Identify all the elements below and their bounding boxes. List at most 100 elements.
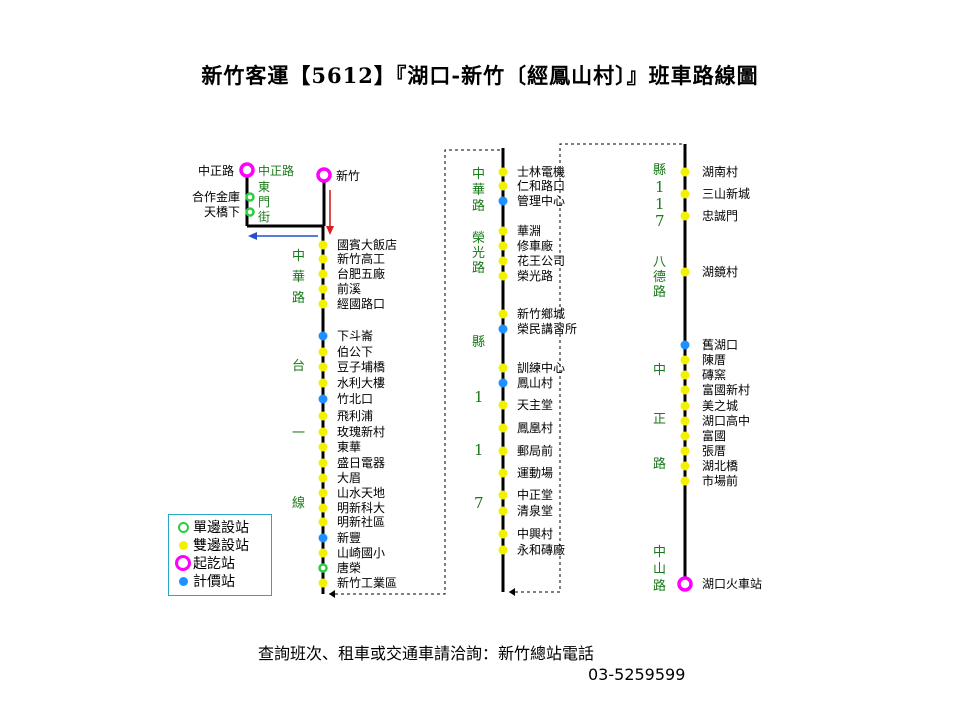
- connector-arrow-icon: [509, 588, 515, 596]
- stop-label: 鳳凰村: [517, 421, 553, 435]
- road-label: 路: [472, 198, 485, 214]
- fare-stop-icon: [680, 340, 690, 350]
- double-side-stop-icon: [318, 488, 328, 498]
- legend: 單邊設站 雙邊設站 起訖站 計價站: [168, 514, 272, 596]
- double-side-stop-icon: [680, 431, 690, 441]
- double-side-stop-icon: [498, 309, 508, 319]
- stop-label: 飛利浦: [337, 409, 373, 423]
- road-label: 一: [292, 426, 305, 441]
- road-label-dongmen-3: 街: [258, 210, 270, 224]
- terminal-stop-icon: [175, 555, 191, 571]
- double-side-stop-icon: [318, 299, 328, 309]
- double-side-stop-icon: [498, 181, 508, 191]
- single-side-stop-icon: [318, 563, 328, 573]
- stop-label: 中正堂: [517, 487, 553, 502]
- stop-label: 前溪: [337, 281, 361, 296]
- column-3-stops: 湖南村三山新城忠誠門湖鏡村舊湖口陳厝磚窯富國新村美之城湖口高中富國張厝湖北橋市場…: [677, 164, 762, 592]
- stop-label: 富國新村: [702, 382, 750, 397]
- double-side-stop-icon: [680, 211, 690, 221]
- single-side-stop-icon: [245, 192, 255, 202]
- road-label: 台: [292, 359, 305, 374]
- double-side-stop-icon: [498, 506, 508, 516]
- double-side-stop-icon: [498, 271, 508, 281]
- double-side-stop-icon: [680, 189, 690, 199]
- stop-label: 水利大樓: [337, 375, 385, 390]
- double-side-stop-icon: [680, 370, 690, 380]
- road-label: 光: [472, 246, 485, 261]
- road-label: 縣: [653, 163, 666, 178]
- stop-label: 訓練中心: [517, 360, 565, 375]
- stop-label: 永和磚廠: [517, 542, 565, 557]
- road-label: 八: [653, 255, 666, 270]
- single-side-stop-icon: [177, 521, 189, 533]
- road-label: 路: [653, 284, 666, 300]
- stop-label: 清泉堂: [517, 504, 553, 518]
- stop-label: 新竹工業區: [337, 575, 397, 590]
- stop-label: 經國路口: [337, 296, 385, 311]
- double-side-stop-icon: [318, 503, 328, 513]
- terminal-stop-icon: [677, 576, 693, 592]
- stop-label: 山崎國小: [337, 546, 385, 560]
- double-side-stop-icon: [318, 240, 328, 250]
- stop-label: 台肥五廠: [337, 266, 385, 281]
- double-side-stop-icon: [318, 458, 328, 468]
- fare-stop-icon: [498, 324, 508, 334]
- stop-label: 運動場: [517, 466, 553, 480]
- column-1-stops: 國賓大飯店新竹高工台肥五廠前溪經國路口下斗崙伯公下豆子埔橋水利大樓竹北口飛利浦玫…: [318, 237, 397, 590]
- stop-label: 新豐: [337, 530, 361, 545]
- road-label: 山: [653, 562, 666, 577]
- connector-dashed-2: [509, 143, 683, 593]
- stop-label: 榮光路: [517, 268, 553, 283]
- terminal-stop-icon: [239, 162, 255, 178]
- stop-label: 修車廠: [517, 238, 553, 253]
- stop-label-tianqiaoxia: 天橋下: [204, 205, 240, 219]
- road-label: 中: [472, 167, 485, 182]
- road-label: 路: [472, 260, 485, 276]
- road-label: 1: [474, 388, 484, 406]
- stop-label: 富國: [702, 428, 726, 443]
- road-label-dongmen-1: 東: [258, 180, 270, 194]
- legend-label: 單邊設站: [193, 520, 249, 536]
- road-label: 中: [653, 363, 666, 378]
- double-side-stop-icon: [318, 411, 328, 421]
- stop-label: 美之城: [702, 399, 738, 413]
- stop-label: 市場前: [702, 473, 738, 488]
- stop-label: 士林電機: [517, 164, 565, 179]
- fare-stop-icon: [178, 576, 188, 586]
- stop-label: 湖口火車站: [702, 576, 762, 591]
- double-side-stop-icon: [498, 490, 508, 500]
- road-label: 1: [474, 441, 484, 459]
- double-side-stop-icon: [318, 284, 328, 294]
- double-side-stop-icon: [498, 167, 508, 177]
- stop-label: 新竹高工: [337, 251, 385, 266]
- double-side-stop-icon: [680, 355, 690, 365]
- stop-label: 唐榮: [337, 560, 361, 575]
- stop-label: 盛日電器: [337, 455, 385, 470]
- footer-phone: 03-5259599: [588, 665, 686, 684]
- double-side-stop-icon: [318, 347, 328, 357]
- stop-label: 中興村: [517, 526, 553, 541]
- stop-label: 國賓大飯店: [337, 237, 397, 252]
- stop-label: 湖北橋: [702, 458, 738, 473]
- double-side-stop-icon: [498, 256, 508, 266]
- stop-label: 湖南村: [702, 164, 738, 179]
- stop-label: 天主堂: [517, 398, 553, 412]
- stop-label: 忠誠門: [702, 209, 738, 223]
- stop-label: 玫瑰新村: [337, 424, 385, 439]
- double-side-stop-icon: [498, 446, 508, 456]
- road-label: 縣: [472, 335, 485, 350]
- top-left-branch: 中正路 合作金庫 天橋下 新竹 中正路 東 門 街: [192, 162, 360, 240]
- legend-label: 計價站: [193, 574, 235, 590]
- double-side-stop-icon: [318, 254, 328, 264]
- legend-label: 起訖站: [193, 556, 235, 572]
- double-side-stop-icon: [680, 401, 690, 411]
- road-label: 1: [655, 178, 665, 196]
- double-side-stop-icon: [498, 529, 508, 539]
- stop-label: 明新科大: [337, 500, 385, 515]
- stop-label: 豆子埔橋: [337, 360, 385, 374]
- road-label: 路: [292, 290, 305, 306]
- double-side-stop-icon: [680, 385, 690, 395]
- road-label: 華: [472, 183, 485, 198]
- double-side-stop-icon: [498, 468, 508, 478]
